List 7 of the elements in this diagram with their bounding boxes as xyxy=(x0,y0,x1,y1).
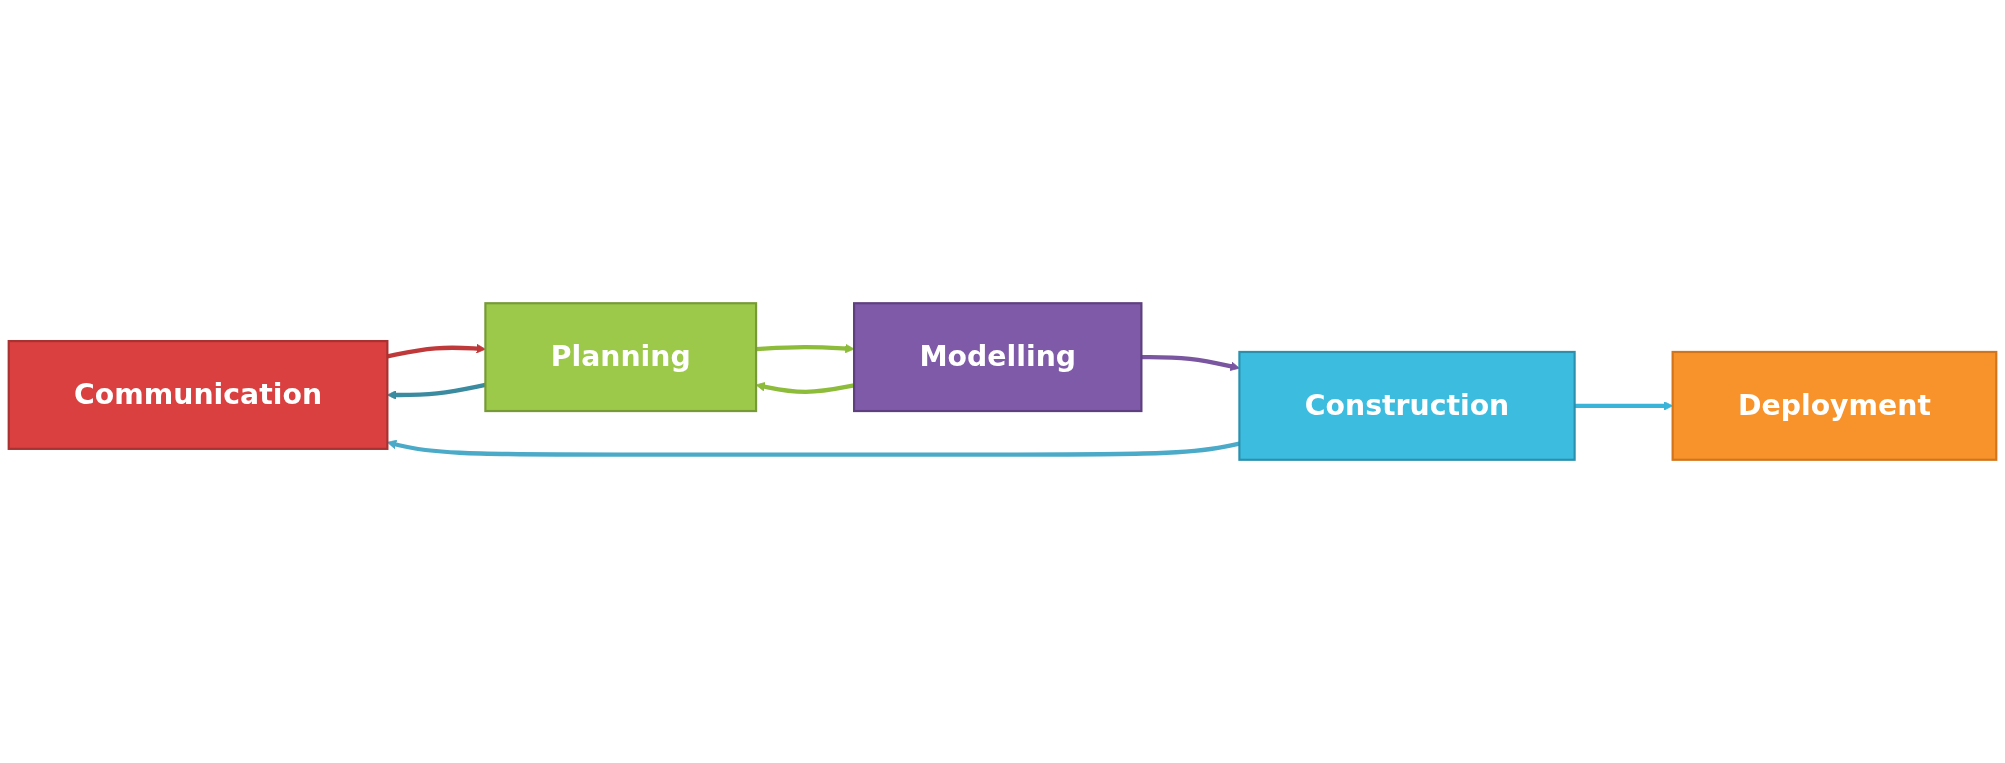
node-box: Construction xyxy=(1238,350,1576,461)
node-box: Modelling xyxy=(853,302,1143,413)
arrow xyxy=(1141,354,1240,371)
node-box: Communication xyxy=(7,340,389,450)
node-box: Planning xyxy=(484,302,758,413)
node-box: Deployment xyxy=(1671,350,1998,461)
arrow xyxy=(386,439,1240,457)
